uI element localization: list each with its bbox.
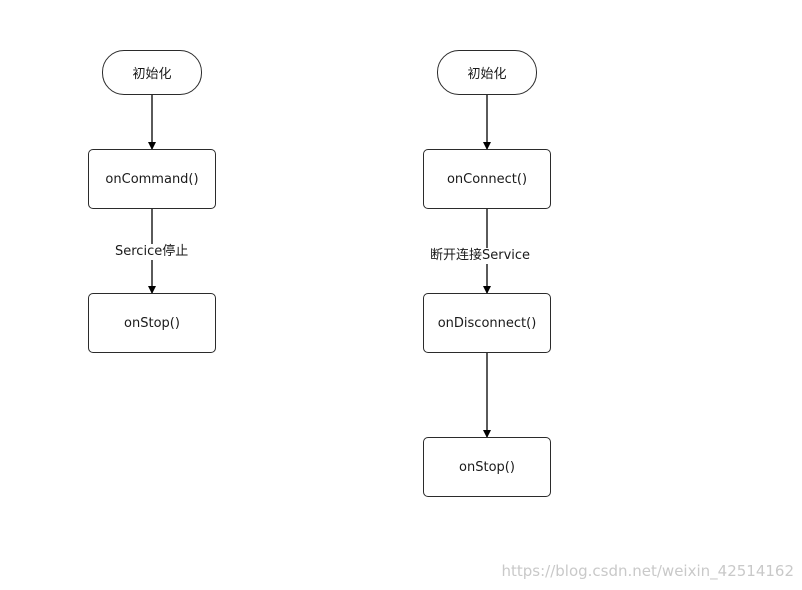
right-onstop-node: onStop() [423, 437, 551, 497]
right-start-label: 初始化 [467, 67, 507, 82]
left-onstop-label: onStop() [124, 315, 180, 331]
left-onstop-node: onStop() [88, 293, 216, 353]
right-onconnect-node: onConnect() [423, 149, 551, 209]
right-ondisconnect-node: onDisconnect() [423, 293, 551, 353]
right-ondisconnect-label: onDisconnect() [437, 315, 537, 331]
right-start-node: 初始化 [437, 50, 537, 95]
right-onconnect-label: onConnect() [446, 171, 528, 187]
left-oncommand-label: onCommand() [105, 171, 199, 187]
right-edge-label: 断开连接Service [429, 248, 532, 264]
left-start-node: 初始化 [102, 50, 202, 95]
left-edge-label: Sercice停止 [114, 244, 190, 260]
watermark-text: https://blog.csdn.net/weixin_42514162 [501, 562, 794, 580]
left-oncommand-node: onCommand() [88, 149, 216, 209]
right-onstop-label: onStop() [459, 459, 515, 475]
left-start-label: 初始化 [132, 67, 172, 82]
